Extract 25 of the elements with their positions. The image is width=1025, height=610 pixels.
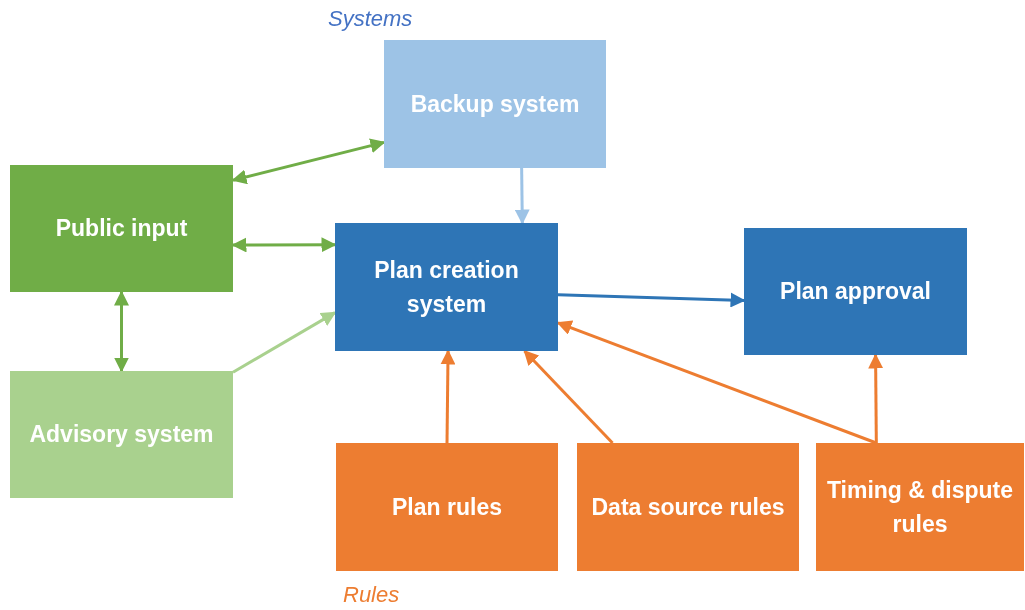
process-box xyxy=(336,443,558,571)
arrow xyxy=(440,349,456,443)
process-box xyxy=(10,371,233,498)
box-label: Backup system xyxy=(410,89,580,119)
box-label: Timing & dispute rules xyxy=(825,475,1015,539)
process-box xyxy=(10,165,233,292)
box-label: Advisory system xyxy=(29,420,214,450)
arrow xyxy=(114,290,129,373)
process-box xyxy=(744,228,967,355)
group-label: Systems xyxy=(328,6,413,32)
box-label: Plan rules xyxy=(392,492,502,522)
box-label: Plan creation system xyxy=(373,255,520,319)
process-box xyxy=(384,40,606,168)
arrow xyxy=(523,349,614,445)
arrow xyxy=(232,311,337,374)
box-label: Plan approval xyxy=(780,277,931,307)
process-box xyxy=(335,223,558,351)
process-box xyxy=(816,443,1024,571)
arrow xyxy=(557,292,746,308)
process-box xyxy=(577,443,799,571)
box-label: Public input xyxy=(55,214,188,244)
arrow xyxy=(514,167,530,225)
box-label: Data source rules xyxy=(591,492,785,522)
arrow xyxy=(868,353,884,443)
group-label: Rules xyxy=(343,582,400,608)
